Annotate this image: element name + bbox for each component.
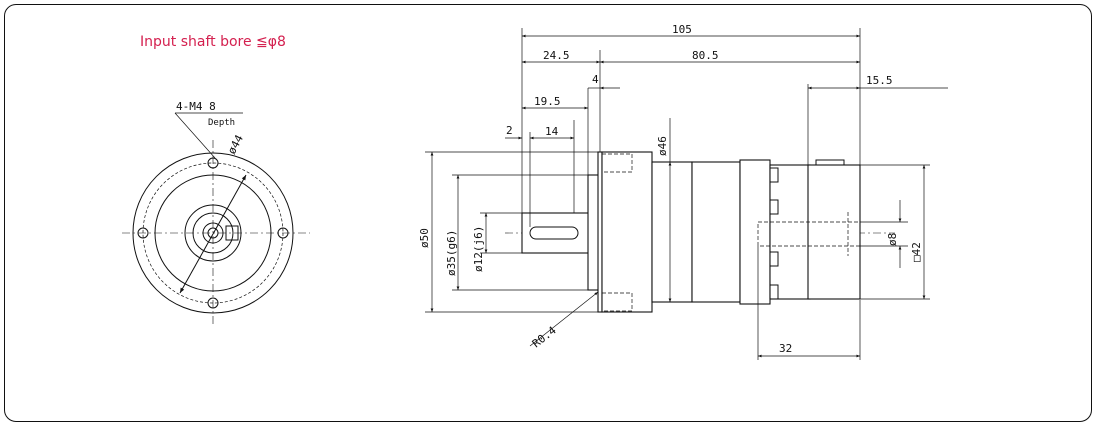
dim-sq42-label: □42: [910, 242, 923, 262]
flange-body: [601, 151, 653, 313]
dim-24-5-label: 24.5: [543, 49, 570, 62]
dim-19-5-label: 19.5: [534, 95, 561, 108]
dim-32-label: 32: [779, 342, 792, 355]
gear-body-1: [651, 161, 693, 303]
drawing-title: Input shaft bore ≦φ8: [140, 34, 286, 50]
tapped-hole-top: [601, 153, 633, 173]
dim-4-label: 4: [592, 73, 599, 86]
dim-15-5-label: 15.5: [866, 74, 893, 87]
dim-o46-label: ø46: [656, 136, 669, 156]
tapped-hole-bottom: [601, 292, 633, 312]
drawing-frame: [4, 4, 1092, 422]
side-view: 105 24.5 80.5 4 19.5 14 2 15.5 ø50 ø35(g…: [418, 23, 948, 360]
flange-plate: [597, 151, 603, 313]
dim-14-label: 14: [545, 125, 559, 138]
adapter-screw-1: [769, 167, 779, 183]
shaft-keyway: [529, 226, 579, 240]
pcd-dim-line: [179, 174, 247, 294]
adapter-screw-2: [769, 199, 779, 215]
hole-callout: 4-M4 8: [176, 100, 216, 113]
pcd-circle: [142, 162, 284, 304]
pcd-label: ø44: [225, 132, 246, 156]
input-bore-hidden: [757, 221, 861, 247]
dim-2-label: 2: [506, 124, 513, 137]
mounting-hole-bottom: [207, 297, 219, 309]
output-shaft: [521, 212, 593, 254]
fillet-label: R0.4: [530, 324, 559, 351]
front-view: 4-M4 8 Depth ø44: [122, 100, 310, 325]
gear-body-3: [739, 159, 771, 305]
adapter-screw-4: [769, 284, 779, 300]
dim-80-5-label: 80.5: [692, 49, 719, 62]
hole-depth: Depth: [208, 118, 235, 128]
callout-leader: [174, 112, 216, 159]
fillet-leader: [529, 291, 599, 347]
gear-body-2: [691, 161, 741, 303]
dim-105-label: 105: [672, 23, 692, 36]
mounting-hole-top: [207, 157, 219, 169]
dim-o35-label: ø35(g6): [445, 230, 458, 276]
dim-o12-label: ø12(j6): [472, 226, 485, 272]
adapter-screw-3: [769, 251, 779, 267]
motor-boss: [815, 159, 845, 166]
motor-flange: [807, 164, 861, 300]
mounting-hole-left: [137, 227, 149, 239]
mounting-holes: [137, 157, 289, 309]
dim-o50-label: ø50: [418, 228, 431, 248]
dim-o8-label: ø8: [886, 233, 899, 246]
mounting-hole-right: [277, 227, 289, 239]
flange-outline: [132, 152, 294, 314]
motor-adapter: [769, 164, 811, 300]
